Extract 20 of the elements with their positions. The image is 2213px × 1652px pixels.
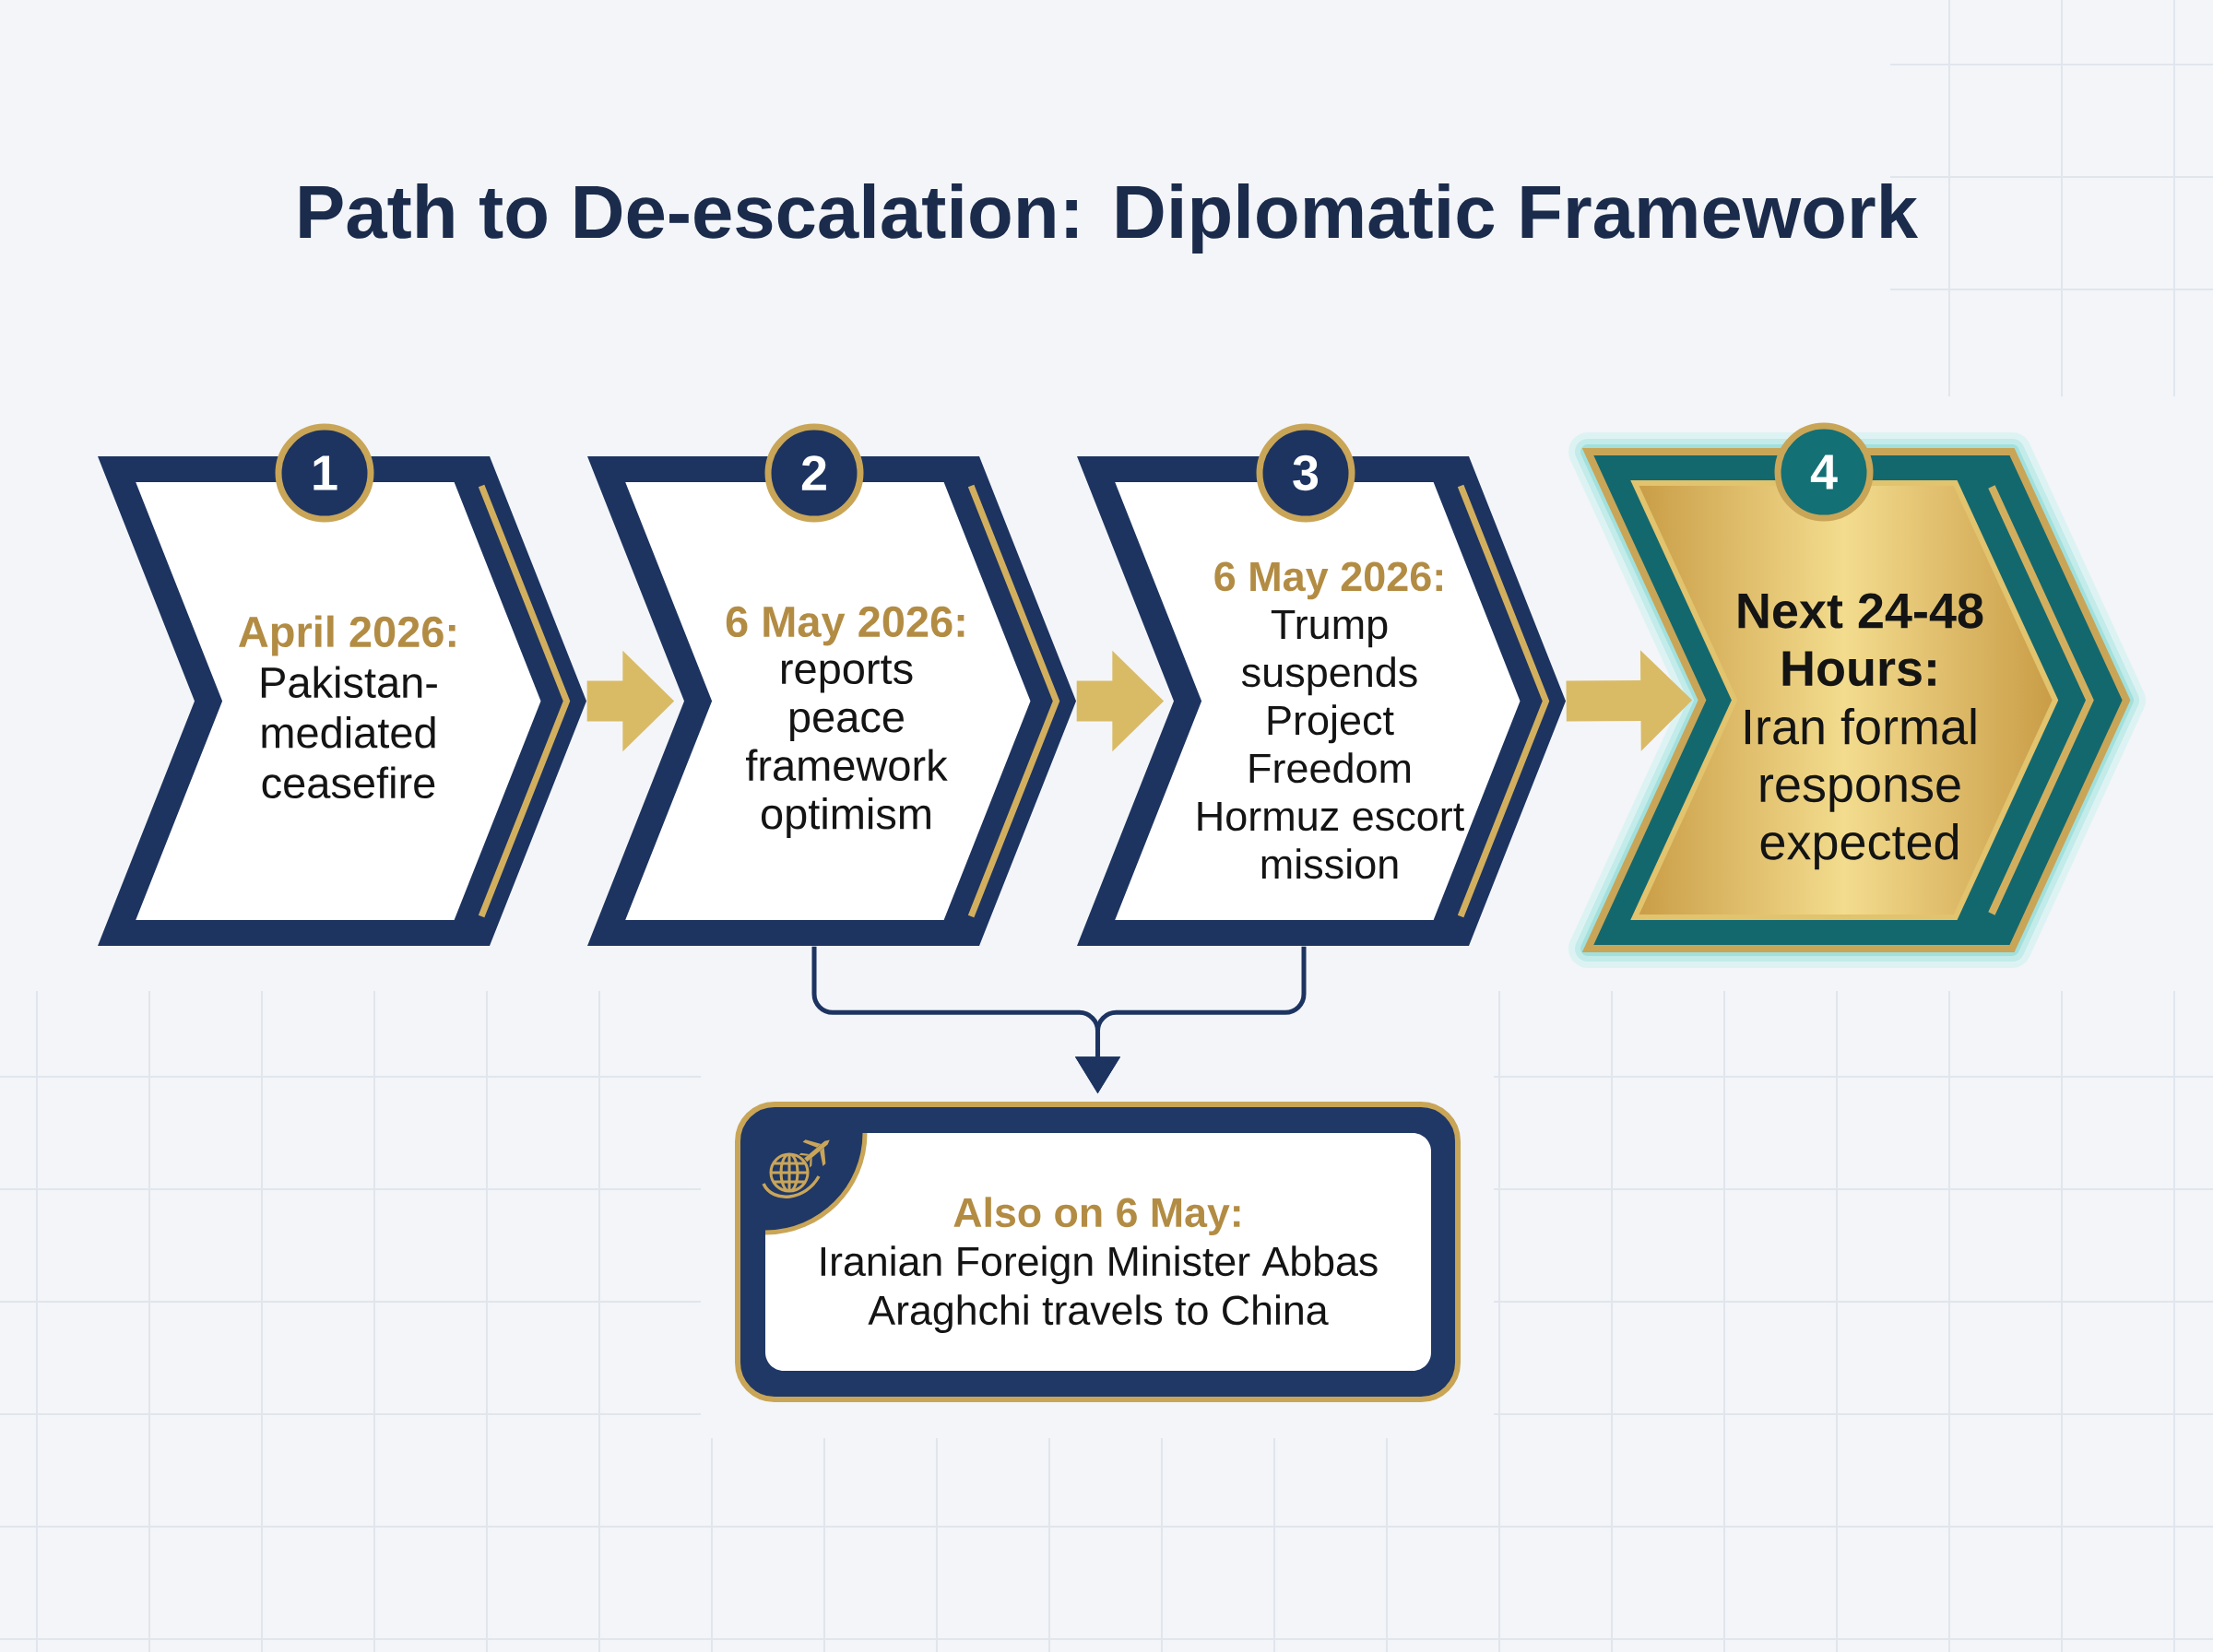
chevron-step — [1077, 456, 1566, 946]
title: Path to De-escalation: Diplomatic Framework — [300, 183, 1919, 254]
date-heading: Next 24-48 Hours: — [1738, 593, 1983, 687]
description-text: Trump suspends Project Freedom Hormuz escort mission — [1198, 609, 1464, 879]
chevron-step — [1568, 432, 2146, 968]
number-badge: 4 — [1774, 422, 1874, 522]
date-heading: 6 May 2026: — [1214, 561, 1442, 600]
date-heading: 6 May 2026: — [726, 606, 964, 646]
description-text: Iran formal response expected — [1745, 708, 1976, 870]
number-badge: 3 — [1256, 423, 1355, 523]
chevron-step — [587, 456, 1076, 946]
date-heading: April 2026: — [239, 615, 456, 656]
note-box — [735, 1102, 1461, 1402]
number-badge: 2 — [764, 423, 864, 523]
description-text: Pakistan-mediated ceasefire — [261, 666, 437, 799]
description-text: reports peace framework optimism — [746, 655, 948, 838]
note-text: Iranian Foreign Minister Abbas Araghchi travels to China — [821, 1245, 1378, 1334]
number-badge: 1 — [275, 423, 374, 523]
chevron-step — [98, 456, 586, 946]
note-heading: Also on 6 May: — [953, 1197, 1240, 1236]
